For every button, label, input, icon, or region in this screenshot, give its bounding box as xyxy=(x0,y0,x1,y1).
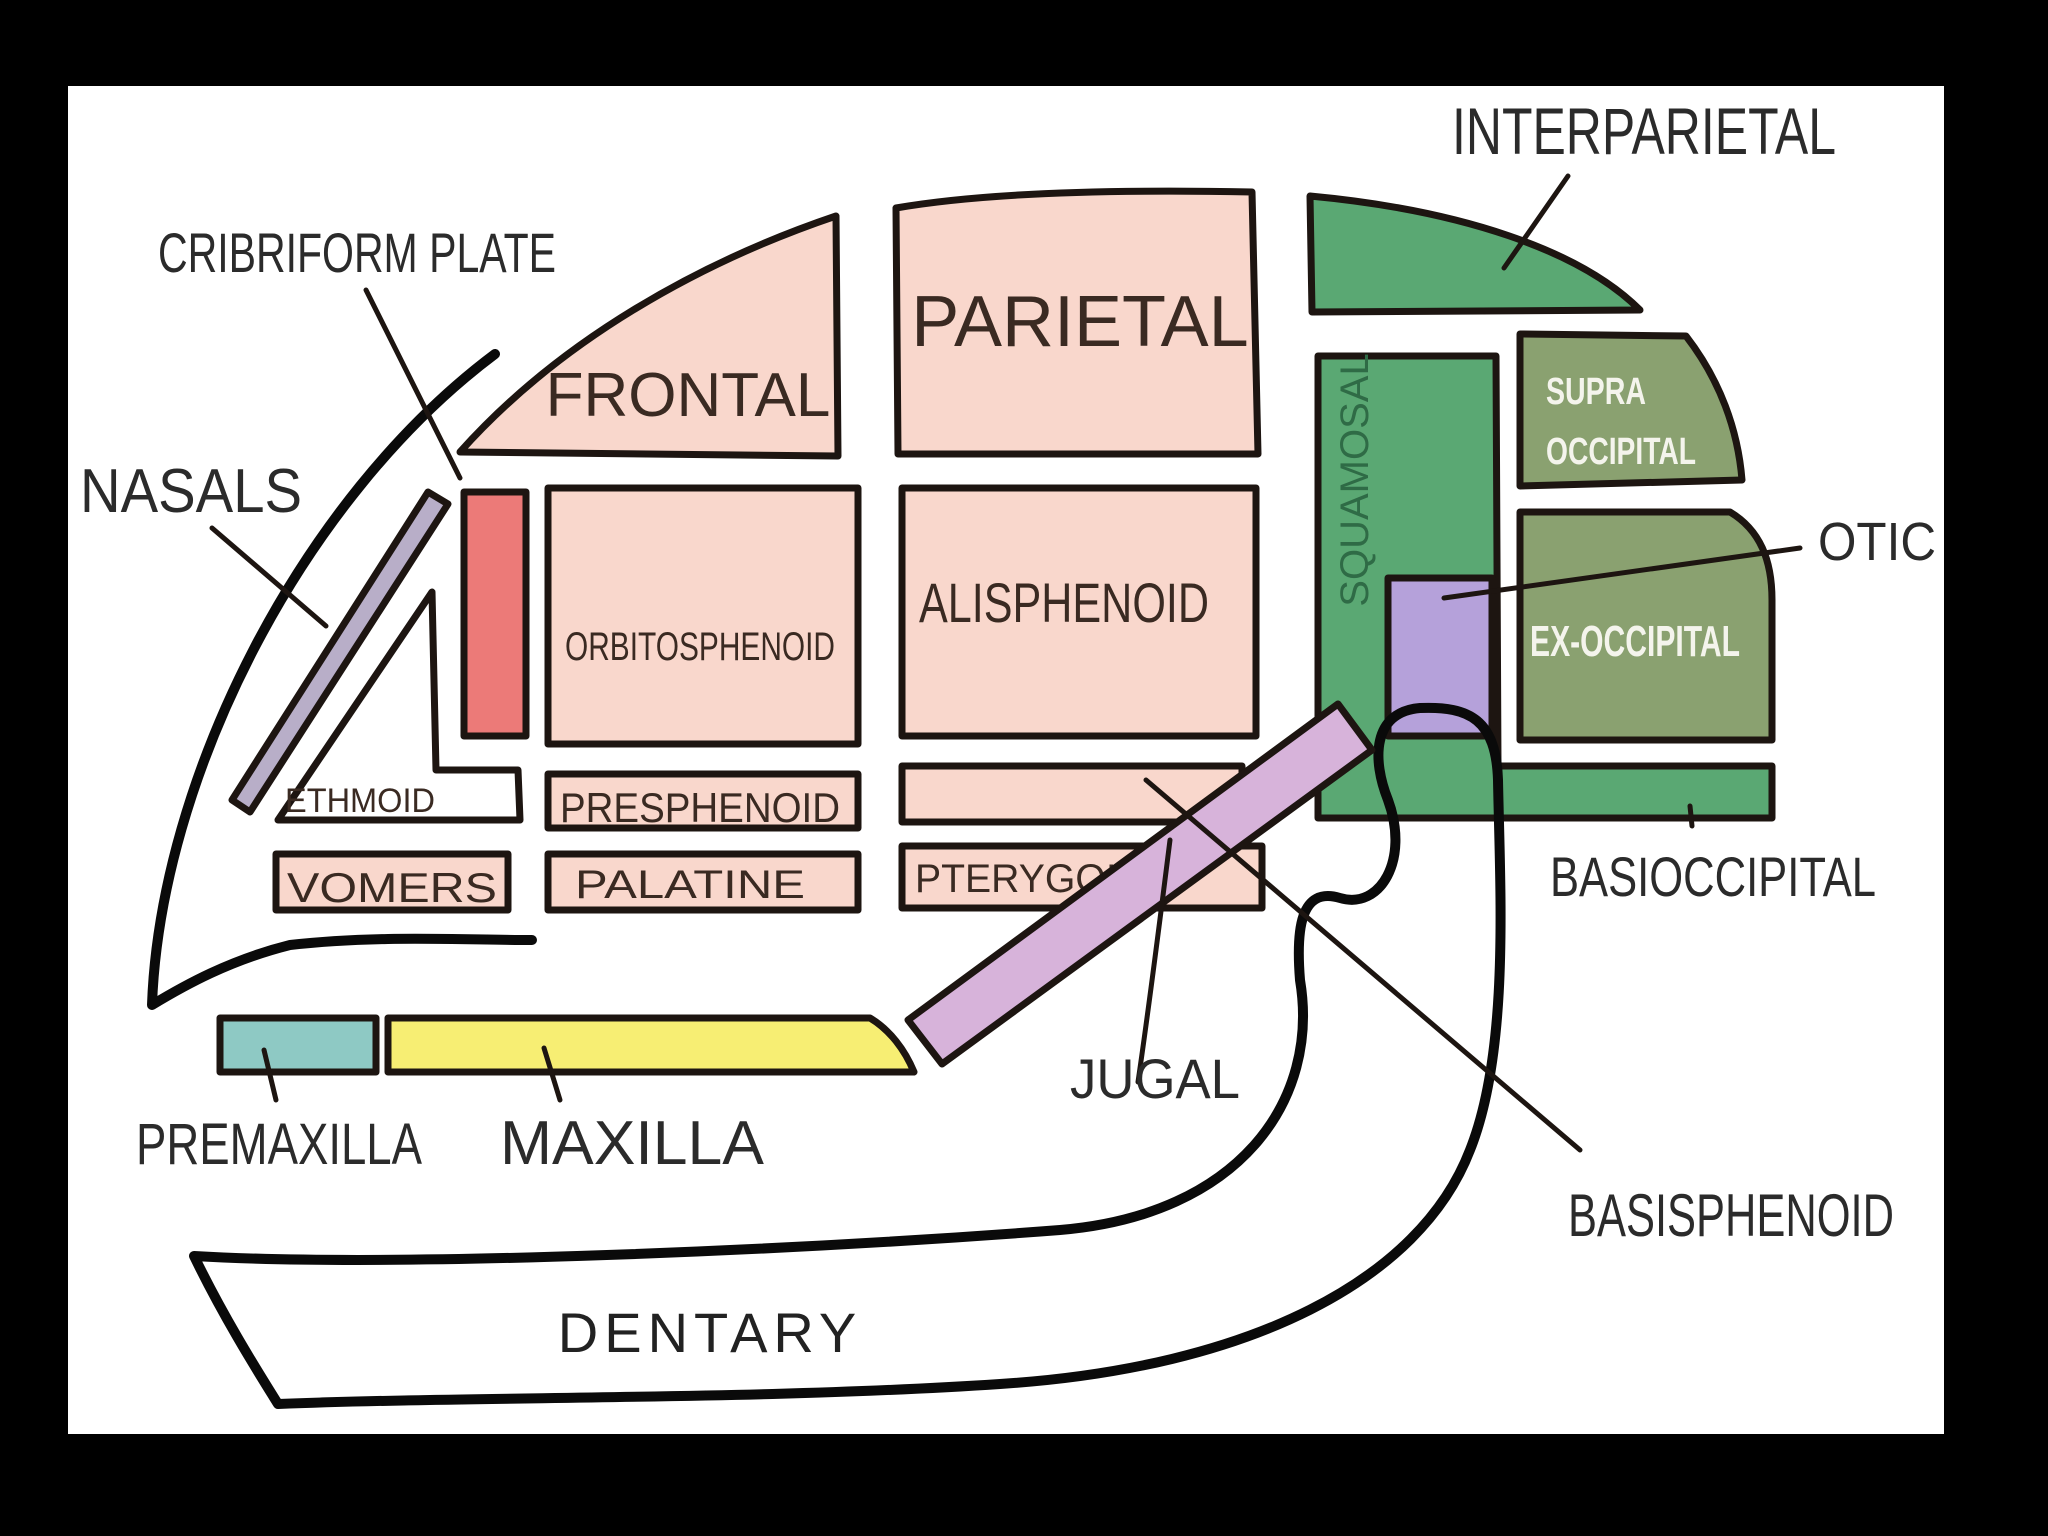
maxilla-bone xyxy=(384,1014,918,1076)
dentary-label: DENTARY xyxy=(558,1301,862,1364)
orbitosphenoid-bone xyxy=(544,484,862,748)
basioccipital-label: BASIOCCIPITAL xyxy=(1550,845,1876,908)
basisphenoid-leader xyxy=(1143,777,1583,1153)
vomers-label: VOMERS xyxy=(287,864,497,911)
otic-label: OTIC xyxy=(1818,512,1936,572)
supra-occipital-bone xyxy=(1516,330,1746,490)
interparietal-leader xyxy=(1501,173,1571,271)
nasals-leader xyxy=(209,525,329,629)
skull-outline xyxy=(147,349,537,1010)
ex-occipital-bone xyxy=(1516,508,1776,744)
maxilla-label: MAXILLA xyxy=(500,1109,765,1178)
cribriform-plate-label: CRIBRIFORM PLATE xyxy=(158,221,556,284)
frontal-bone xyxy=(456,212,842,460)
squamosal-label: SQUAMOSAL xyxy=(1333,353,1377,606)
interparietal-label: INTERPARIETAL xyxy=(1452,94,1836,168)
frontal-label: FRONTAL xyxy=(546,361,831,430)
otic-leader xyxy=(1441,545,1803,601)
parietal-label: PARIETAL xyxy=(911,282,1248,362)
nasal-bone xyxy=(228,488,452,816)
premaxilla-bone xyxy=(216,1014,380,1076)
vomers-bone xyxy=(272,850,512,914)
palatine-bone xyxy=(544,850,862,914)
parietal-bone xyxy=(892,187,1262,458)
jugal-leader xyxy=(1135,837,1173,1085)
nasals-label: NASALS xyxy=(80,457,302,526)
alisphenoid-label: ALISPHENOID xyxy=(919,571,1209,634)
presphenoid-bone xyxy=(544,770,862,832)
alisphenoid-bone xyxy=(898,484,1260,740)
jugal-label: JUGAL xyxy=(1070,1047,1240,1110)
orbitosphenoid-label: ORBITOSPHENOID xyxy=(565,625,835,669)
jugal-bone xyxy=(904,700,1376,1068)
supra-occipital-label-2: OCCIPITAL xyxy=(1546,431,1696,473)
ethmoid-label: ETHMOID xyxy=(285,782,435,820)
premaxilla-label: PREMAXILLA xyxy=(136,1112,422,1177)
ex-occipital-label: EX-OCCIPITAL xyxy=(1530,617,1740,666)
cribriform-leader xyxy=(363,287,463,481)
premaxilla-leader xyxy=(261,1047,279,1103)
ethmoid-bone xyxy=(274,588,524,824)
basioccipital-leader xyxy=(1687,803,1695,829)
dentary-bone xyxy=(189,702,1506,1409)
maxilla-leader xyxy=(541,1045,563,1103)
palatine-label: PALATINE xyxy=(575,863,805,907)
cribriform-plate-bone xyxy=(460,488,530,740)
interparietal-bone xyxy=(1306,192,1644,316)
presphenoid-label: PRESPHENOID xyxy=(560,784,840,831)
basisphenoid-label: BASISPHENOID xyxy=(1568,1182,1894,1249)
supra-occipital-label-1: SUPRA xyxy=(1546,371,1646,413)
